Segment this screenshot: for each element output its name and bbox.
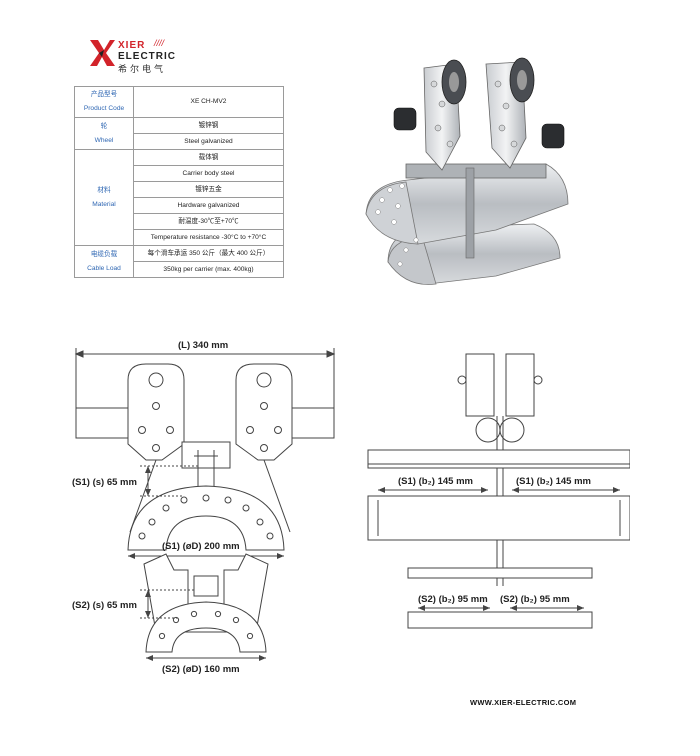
spec-label-material: 材料 Material — [74, 149, 134, 246]
length-dimension-label: (L) 340 mm — [178, 340, 228, 351]
logo-brand-line1: XIER — [118, 40, 146, 51]
logo-brand-line2: ELECTRIC — [118, 51, 176, 62]
spec-label-wheel: 轮 Wheel — [74, 117, 134, 150]
logo-slashes: //// — [154, 38, 165, 48]
s1-saddle-outline — [127, 485, 285, 551]
front-left-wheel-frame — [465, 353, 495, 417]
left-side-roller — [393, 107, 417, 131]
spec-label-product-code: 产品型号 Product Code — [74, 86, 134, 118]
s2-saddle-profile — [407, 611, 593, 629]
s2-height-label: (S2) (s) 65 mm — [72, 600, 137, 611]
side-view-drawing: (L) 340 mm (S1) (s) 65 mm (S1) (øD) 200 … — [72, 340, 336, 675]
s1-top-plate — [367, 449, 630, 465]
s1-width-left-label: (S1) (b₂) 145 mm — [398, 476, 473, 487]
s1-saddle-profile — [367, 495, 630, 541]
s2-width-left-label: (S2) (b₂) 95 mm — [418, 594, 488, 605]
s2-top-plate — [407, 567, 593, 579]
clamp-bar — [405, 163, 547, 179]
spec-value-material-1-en: Hardware galvanized — [133, 197, 284, 214]
front-right-wheel-frame — [505, 353, 535, 417]
s1-diameter-label: (S1) (øD) 200 mm — [162, 541, 240, 552]
spec-value-material-0-en: Carrier body steel — [133, 165, 284, 182]
spec-value-wheel-en: Steel galvanized — [133, 133, 284, 150]
spec-row-cable-load: 电缆负载 Cable Load 每个滑车承运 350 公斤（最大 400 公斤） — [74, 245, 284, 278]
product-photo — [365, 57, 569, 285]
right-side-roller — [541, 123, 565, 149]
xier-logo-mark — [90, 40, 115, 66]
spec-value-wheel-cn: 镀锌钢 — [133, 117, 284, 134]
spec-value-cable-load-cn: 每个滑车承运 350 公斤（最大 400 公斤） — [133, 245, 284, 262]
spec-value-product-code: XE CH-MV2 — [133, 86, 284, 118]
logo-chinese-name: 希尔电气 — [118, 64, 167, 74]
spec-value-material-1-cn: 镀锌五金 — [133, 181, 284, 198]
spec-value-material-2-cn: 耐温度-30℃至+70℃ — [133, 213, 284, 230]
s2-saddle-outline — [145, 601, 267, 653]
company-logo: XIER ELECTRIC //// 希尔电气 — [88, 38, 198, 74]
spec-table: 产品型号 Product Code XE CH-MV2 轮 Wheel 镀锌钢 … — [74, 86, 284, 278]
front-view-drawing: (S1) (b₂) 145 mm (S1) (b₂) 145 mm (S2) (… — [367, 353, 630, 629]
spec-value-material-0-cn: 载体钢 — [133, 149, 284, 166]
website-url: WWW.XIER-ELECTRIC.COM — [470, 698, 577, 707]
spec-value-material-2-en: Temperature resistance -30°C to +70°C — [133, 229, 284, 246]
logo-brand-text: XIER ELECTRIC — [118, 40, 176, 62]
s2-diameter-label: (S2) (øD) 160 mm — [162, 664, 240, 675]
spec-row-wheel: 轮 Wheel 镀锌钢 — [74, 117, 284, 150]
spec-label-cable-load: 电缆负载 Cable Load — [74, 245, 134, 278]
spec-row-material: 材料 Material 载体钢 — [74, 149, 284, 246]
left-plate-outline — [127, 363, 185, 461]
right-plate-outline — [235, 363, 293, 461]
s1-height-label: (S1) (s) 65 mm — [72, 477, 137, 488]
s1-width-right-label: (S1) (b₂) 145 mm — [516, 476, 591, 487]
s2-width-right-label: (S2) (b₂) 95 mm — [500, 594, 570, 605]
spec-value-cable-load-en: 350kg per carrier (max. 400kg) — [133, 261, 284, 278]
